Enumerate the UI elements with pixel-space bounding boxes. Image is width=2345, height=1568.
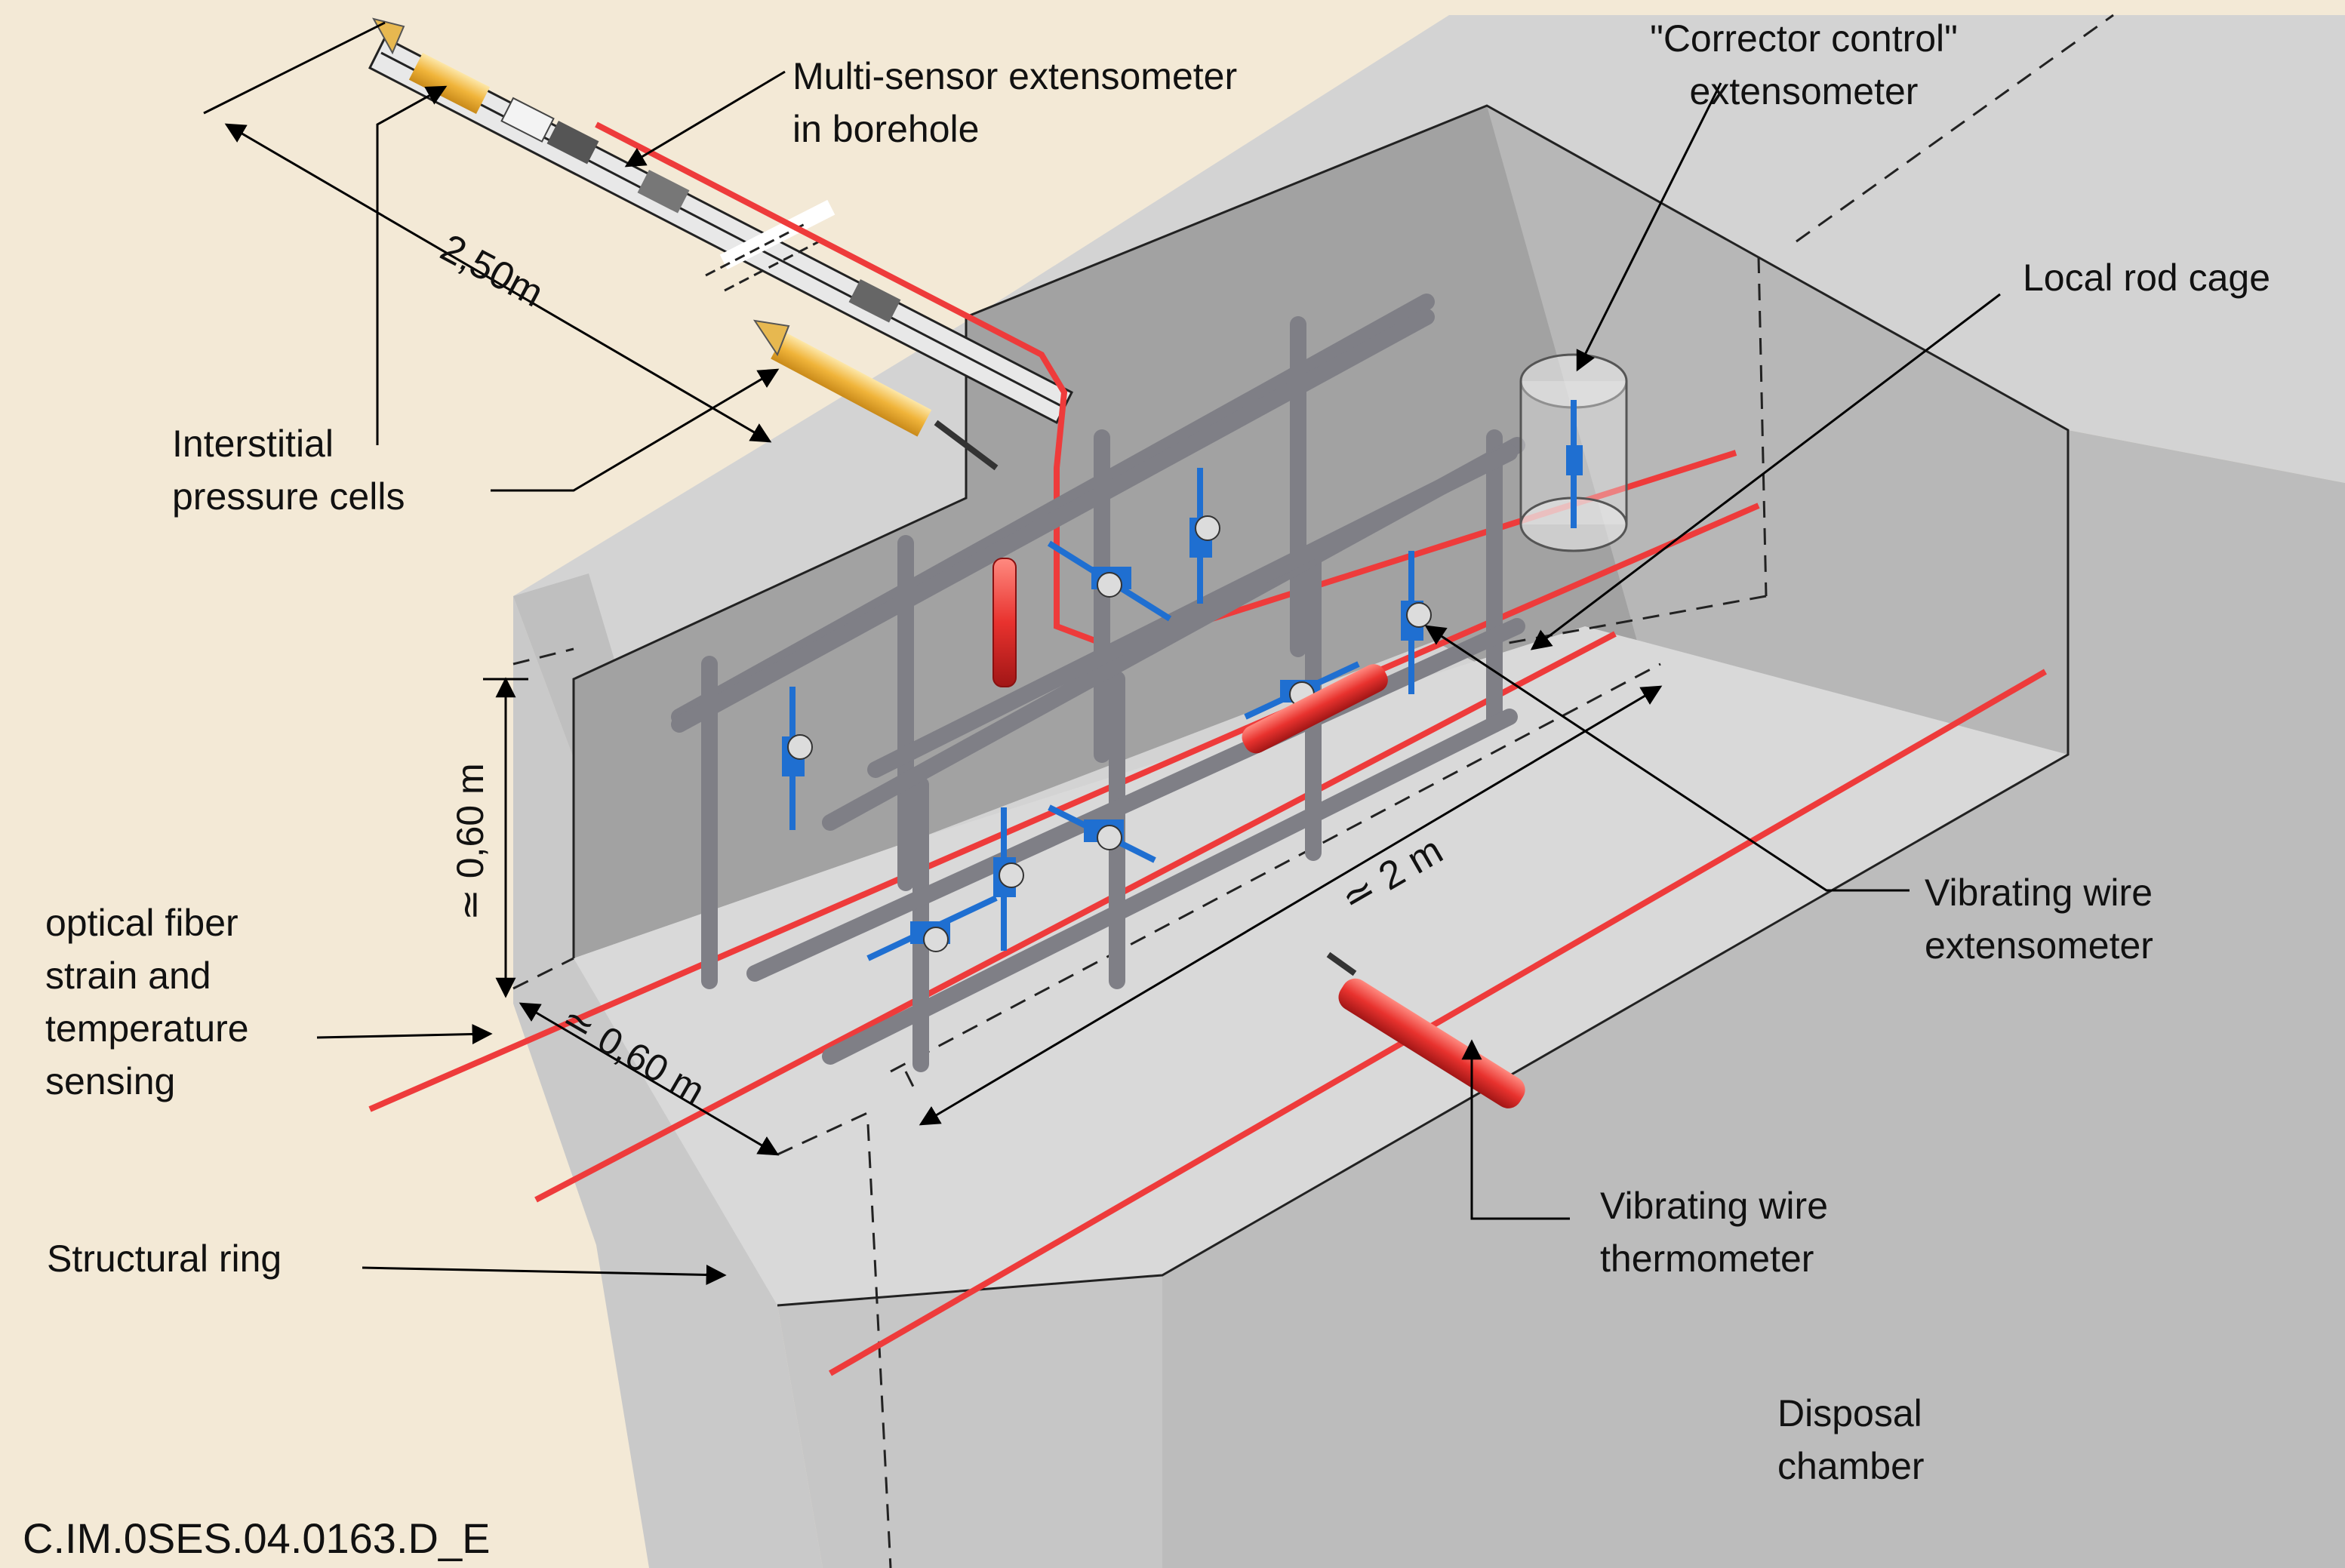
callout-lines	[203, 21, 2001, 1285]
label-corrector-1: "Corrector control"	[1650, 17, 1958, 60]
drawing-reference: C.IM.0SES.04.0163.D_E	[23, 1514, 490, 1562]
label-disposal-2: chamber	[1777, 1445, 1925, 1487]
label-multi-sensor-2: in borehole	[792, 108, 979, 150]
front-wall-face	[777, 1275, 1162, 1568]
label-disposal-1: Disposal	[1777, 1392, 1922, 1434]
disposal-chamber-wall	[1162, 430, 2345, 1568]
label-multi-sensor-1: Multi-sensor extensometer	[792, 55, 1237, 97]
label-interstitial-1: Interstitial	[172, 423, 334, 465]
pit-right-wall	[1487, 106, 2068, 755]
label-optical-2: strain and	[45, 955, 211, 997]
label-optical-1: optical fiber	[45, 902, 239, 944]
label-optical-3: temperature	[45, 1007, 249, 1050]
label-local-rod-cage: Local rod cage	[2023, 257, 2270, 299]
label-interstitial-2: pressure cells	[172, 475, 405, 518]
label-dim-060-vertical: ≃ 0,60 m	[449, 763, 491, 921]
label-corrector-2: extensometer	[1690, 70, 1919, 112]
label-vw-thermometer-2: thermometer	[1600, 1237, 1814, 1280]
label-vw-extensometer-1: Vibrating wire	[1925, 872, 2153, 914]
corrector-control-extensometer-icon	[1519, 353, 1628, 552]
label-vw-thermometer-1: Vibrating wire	[1600, 1185, 1828, 1227]
label-vw-extensometer-2: extensometer	[1925, 924, 2153, 967]
label-structural-ring: Structural ring	[47, 1237, 282, 1280]
label-optical-4: sensing	[45, 1060, 175, 1102]
